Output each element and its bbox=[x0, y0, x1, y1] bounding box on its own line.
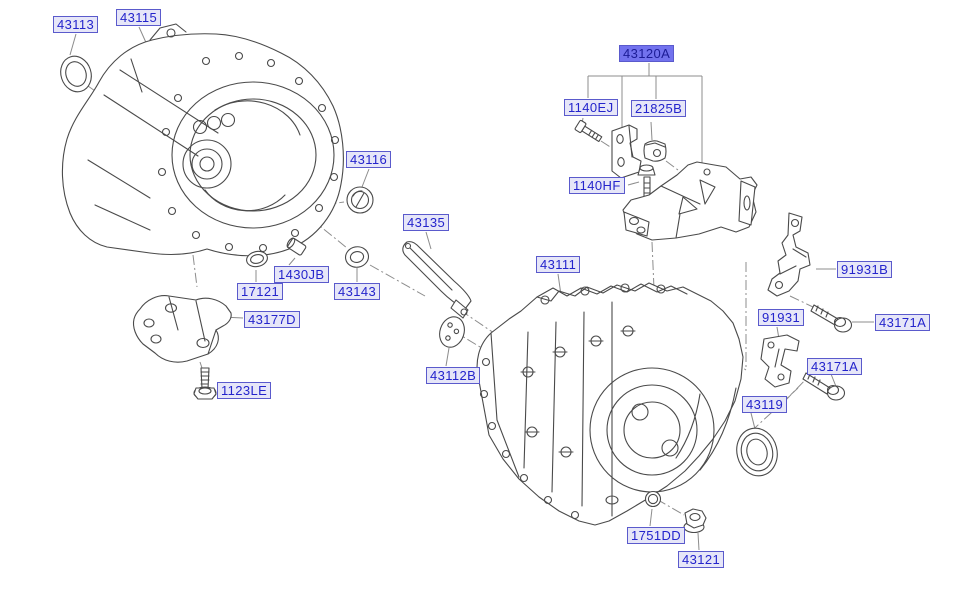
part-label-43113[interactable]: 43113 bbox=[53, 16, 99, 33]
part-label-43171A-1[interactable]: 43171A bbox=[875, 314, 931, 331]
part-label-1140EJ[interactable]: 1140EJ bbox=[564, 99, 618, 116]
oil-seal-43119-drawing bbox=[736, 427, 778, 477]
bolt-1140EJ-drawing bbox=[574, 119, 603, 143]
seal-17121-drawing bbox=[246, 250, 268, 268]
mounting-plate-drawing bbox=[611, 124, 642, 179]
part-label-91931[interactable]: 91931 bbox=[758, 309, 805, 326]
part-label-21825B[interactable]: 21825B bbox=[631, 100, 687, 117]
seal-43116-drawing bbox=[346, 186, 374, 214]
bolt-1140HF-drawing bbox=[637, 164, 656, 206]
assembly-bracket-lines bbox=[587, 63, 703, 166]
part-label-1123LE[interactable]: 1123LE bbox=[217, 382, 272, 399]
clutch-housing-drawing bbox=[61, 23, 344, 257]
part-label-1140HF[interactable]: 1140HF bbox=[569, 177, 625, 194]
part-label-43115[interactable]: 43115 bbox=[116, 9, 162, 26]
part-label-43171A-2[interactable]: 43171A bbox=[807, 358, 863, 375]
part-label-43111[interactable]: 43111 bbox=[536, 256, 581, 273]
part-label-43121[interactable]: 43121 bbox=[678, 551, 725, 568]
part-label-43112B[interactable]: 43112B bbox=[426, 367, 481, 384]
part-label-91931B[interactable]: 91931B bbox=[837, 261, 893, 278]
part-label-43116[interactable]: 43116 bbox=[346, 151, 392, 168]
bracket-43177D-drawing bbox=[132, 295, 232, 363]
seal-43143-drawing bbox=[344, 246, 370, 268]
lever-43135-drawing bbox=[402, 241, 472, 319]
part-label-43119[interactable]: 43119 bbox=[742, 396, 788, 413]
mount-bracket-43120A-drawing bbox=[622, 161, 758, 241]
bracket-91931-drawing bbox=[760, 334, 800, 388]
part-label-1751DD[interactable]: 1751DD bbox=[627, 527, 686, 544]
part-label-43143[interactable]: 43143 bbox=[334, 283, 381, 300]
part-label-17121[interactable]: 17121 bbox=[237, 283, 284, 300]
oil-seal-43113-drawing bbox=[60, 55, 92, 93]
part-label-43135[interactable]: 43135 bbox=[403, 214, 450, 231]
part-label-43120A[interactable]: 43120A bbox=[619, 45, 675, 62]
part-label-43177D[interactable]: 43177D bbox=[244, 311, 300, 328]
bracket-91931B-drawing bbox=[767, 212, 811, 297]
washer-1751DD-drawing bbox=[644, 490, 662, 508]
bolt-43171A-lower-drawing bbox=[802, 372, 846, 401]
bushing-21825B-drawing bbox=[643, 140, 667, 162]
part-label-1430JB[interactable]: 1430JB bbox=[274, 266, 329, 283]
bolt-1123LE-drawing bbox=[193, 367, 217, 400]
transmission-case-drawing bbox=[476, 282, 744, 526]
plug-43121-drawing bbox=[683, 508, 707, 534]
pin-1430JB-drawing bbox=[286, 237, 307, 256]
plate-43112B-drawing bbox=[439, 316, 465, 348]
bolt-43171A-upper-drawing bbox=[810, 304, 853, 333]
